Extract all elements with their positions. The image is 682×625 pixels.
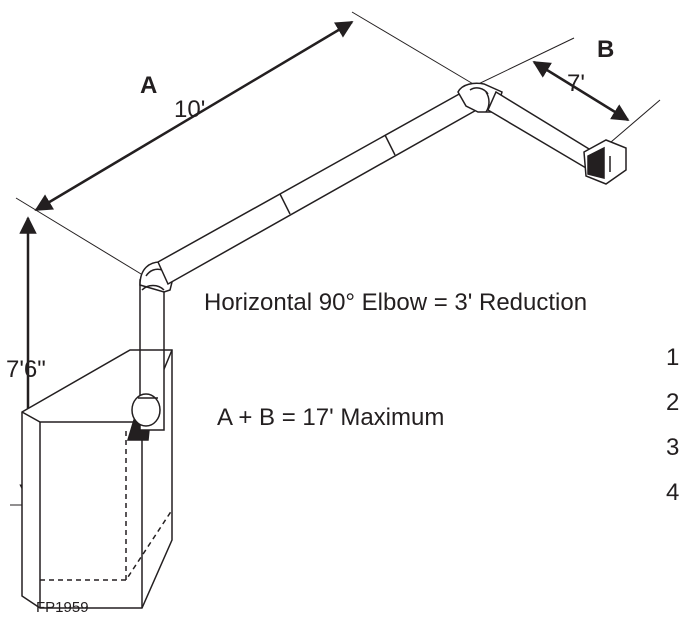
list-number-3: 3 [666, 434, 680, 461]
horizontal-vent-pipe-a [157, 86, 481, 286]
list-number-1: 1 [666, 344, 680, 371]
list-number-4: 4 [666, 479, 680, 506]
horizontal-vent-pipe-b [487, 90, 595, 170]
vent-termination-cap [583, 139, 627, 185]
vertical-vent-pipe [131, 279, 165, 431]
vertical-rise-label: 7'6" [6, 356, 46, 383]
max-rule-text: A + B = 17' Maximum [217, 404, 445, 431]
figure-code: FP1959 [36, 599, 89, 616]
length-b-label: 7' [567, 70, 585, 97]
elbow-rule-text: Horizontal 90° Elbow = 3' Reduction [204, 289, 588, 316]
section-a-label: A [140, 72, 158, 99]
dimension-arrow-b [532, 60, 630, 122]
length-a-label: 10' [174, 96, 206, 123]
list-number-2: 2 [666, 389, 680, 416]
section-b-label: B [597, 36, 615, 63]
dimension-arrow-a [34, 20, 354, 212]
